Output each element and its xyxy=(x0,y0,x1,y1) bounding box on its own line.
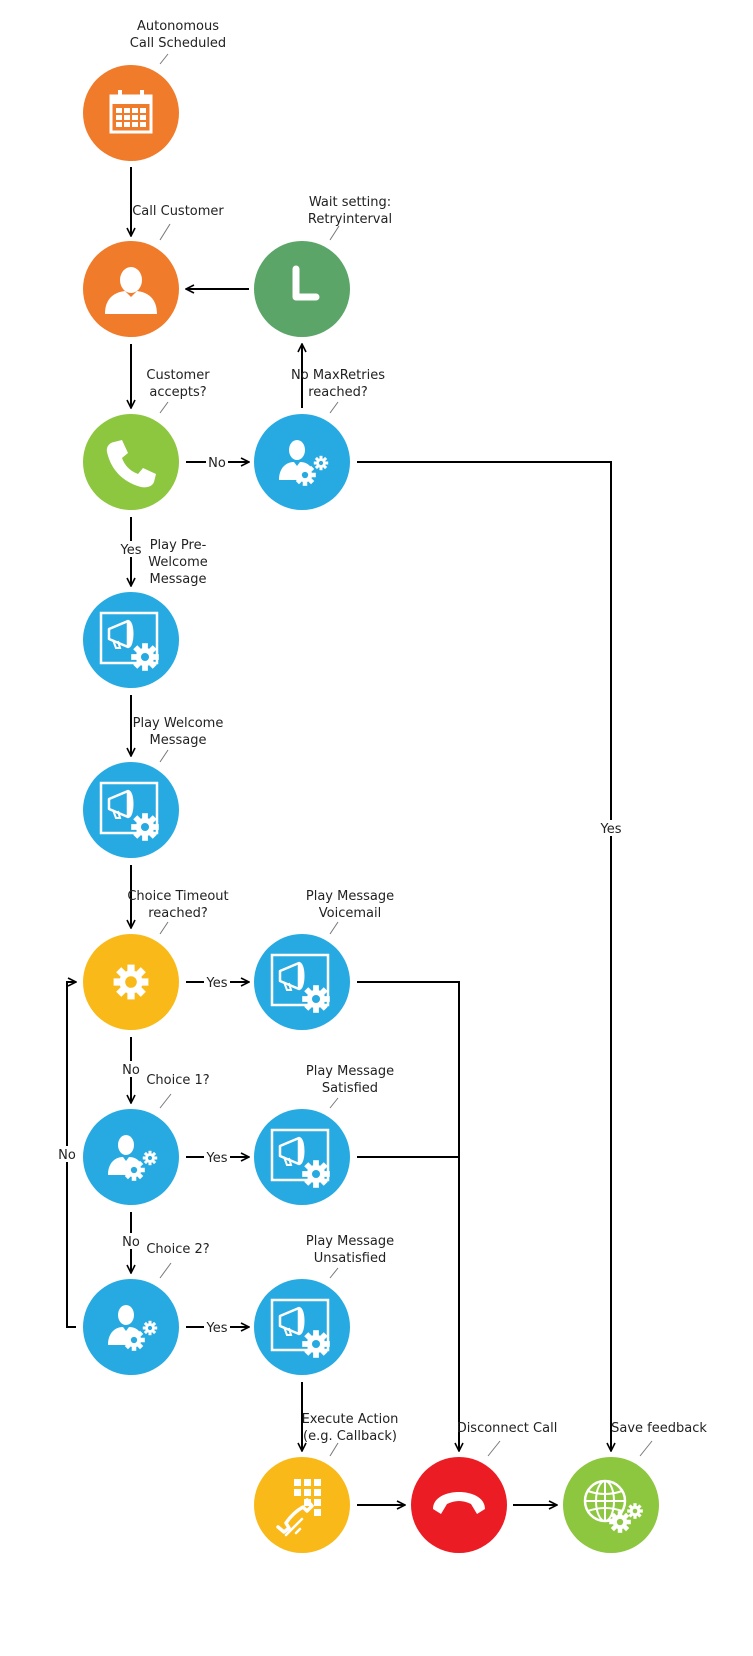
node-label-timeout: Choice Timeout xyxy=(127,889,228,904)
label-pointer xyxy=(159,749,169,763)
label-pointer xyxy=(329,1442,339,1457)
node-label-pre-welcome: Welcome xyxy=(148,555,207,570)
edge-label-choice1-no: No xyxy=(122,1235,140,1250)
label-pointer xyxy=(159,401,169,414)
label-pointer xyxy=(159,1262,172,1279)
node-label-pre-welcome: Message xyxy=(150,572,207,587)
node-label-scheduled: Call Scheduled xyxy=(130,36,226,51)
node-execute xyxy=(254,1457,350,1553)
node-label-satisfied: Satisfied xyxy=(322,1081,378,1096)
node-choice1 xyxy=(83,1109,179,1205)
node-label-timeout: reached? xyxy=(148,906,208,921)
node-disconnect xyxy=(411,1457,507,1553)
node-label-accepts: Customer xyxy=(146,368,210,383)
node-circle xyxy=(254,414,350,510)
node-label-voicemail: Voicemail xyxy=(319,906,381,921)
node-circle xyxy=(83,1279,179,1375)
node-label-call-customer: Call Customer xyxy=(132,204,224,219)
node-label-accepts: accepts? xyxy=(149,385,206,400)
node-circle xyxy=(411,1457,507,1553)
node-label-satisfied: Play Message xyxy=(306,1064,394,1079)
label-pointer xyxy=(329,1267,339,1279)
edge-label-timeout-no: No xyxy=(122,1063,140,1078)
node-label-choice2: Choice 2? xyxy=(146,1242,209,1257)
node-max-retries xyxy=(254,414,350,510)
node-label-wait: Wait setting: xyxy=(309,195,391,210)
edge-label-choice2-yes: Yes xyxy=(206,1321,228,1336)
node-label-voicemail: Play Message xyxy=(306,889,394,904)
nodes xyxy=(83,65,659,1553)
node-label-execute: (e.g. Callback) xyxy=(303,1429,397,1444)
edges xyxy=(55,167,624,1505)
node-circle xyxy=(563,1457,659,1553)
label-pointer xyxy=(329,401,339,414)
node-label-max-retries: reached? xyxy=(308,385,368,400)
node-unsatisfied xyxy=(254,1279,350,1375)
edge-label-accepts-no: No xyxy=(208,456,226,471)
node-label-choice1: Choice 1? xyxy=(146,1073,209,1088)
edge-label-retries-yes: Yes xyxy=(600,822,622,837)
edge-voicemail-disconnect xyxy=(357,981,459,1451)
node-label-unsatisfied: Unsatisfied xyxy=(314,1251,386,1266)
node-save xyxy=(563,1457,659,1553)
node-label-execute: Execute Action xyxy=(302,1412,399,1427)
gear-icon xyxy=(114,965,149,1000)
edge-label-choice2-no: No xyxy=(58,1148,76,1163)
node-label-welcome: Play Welcome xyxy=(133,716,224,731)
label-pointer xyxy=(159,1093,172,1109)
node-label-unsatisfied: Play Message xyxy=(306,1234,394,1249)
node-label-save: Save feedback xyxy=(611,1421,707,1436)
node-label-pre-welcome: Play Pre- xyxy=(150,538,207,553)
node-accepts xyxy=(83,414,179,510)
node-circle xyxy=(254,241,350,337)
node-pre-welcome xyxy=(83,592,179,688)
node-label-welcome: Message xyxy=(150,733,207,748)
node-satisfied xyxy=(254,1109,350,1205)
node-circle xyxy=(83,65,179,161)
node-welcome xyxy=(83,762,179,858)
label-pointer xyxy=(329,225,340,241)
node-label-disconnect: Disconnect Call xyxy=(457,1421,558,1436)
node-choice2 xyxy=(83,1279,179,1375)
node-timeout xyxy=(83,934,179,1030)
node-circle xyxy=(83,414,179,510)
node-scheduled xyxy=(83,65,179,161)
node-label-wait: Retryinterval xyxy=(308,212,392,227)
label-pointer xyxy=(487,1440,501,1457)
node-circle xyxy=(254,1457,350,1553)
node-label-scheduled: Autonomous xyxy=(137,19,219,34)
node-wait xyxy=(254,241,350,337)
node-label-max-retries: No MaxRetries xyxy=(291,368,385,383)
edge-retries-yes xyxy=(357,461,611,1451)
node-circle xyxy=(83,1109,179,1205)
node-voicemail xyxy=(254,934,350,1030)
label-pointer xyxy=(329,921,339,935)
node-call-customer xyxy=(83,241,179,337)
label-pointer xyxy=(639,1440,653,1457)
edge-label-timeout-yes: Yes xyxy=(206,976,228,991)
label-pointer xyxy=(159,921,169,935)
edge-label-choice1-yes: Yes xyxy=(206,1151,228,1166)
edge-label-accepts-yes: Yes xyxy=(120,543,142,558)
label-pointer xyxy=(159,223,171,241)
label-pointer xyxy=(159,53,169,65)
label-pointer xyxy=(329,1097,339,1109)
